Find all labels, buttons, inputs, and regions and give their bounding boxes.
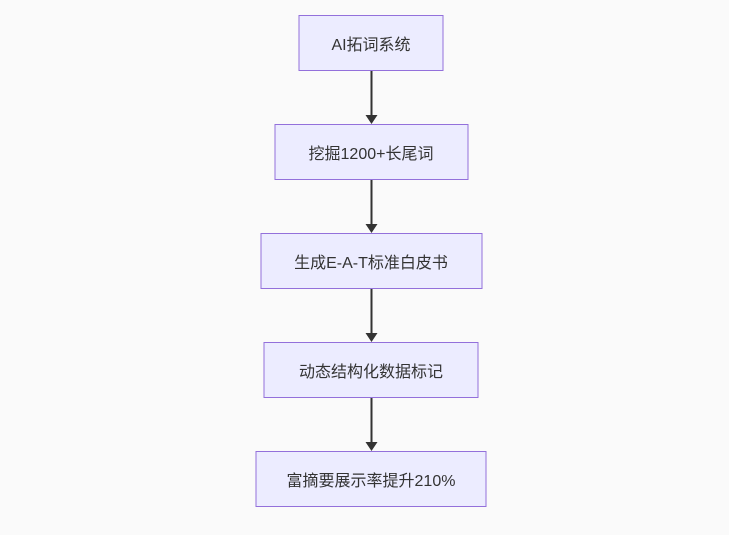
arrow-down-connector xyxy=(365,398,377,451)
flowchart-node: 生成E-A-T标准白皮书 xyxy=(260,233,482,289)
arrow-head-icon xyxy=(365,442,377,451)
flowchart-node: AI拓词系统 xyxy=(298,15,444,71)
flowchart: AI拓词系统 挖掘1200+长尾词 生成E-A-T标准白皮书 动态结构化数据标记… xyxy=(255,15,487,507)
arrow-head-icon xyxy=(365,115,377,124)
arrow-down-connector xyxy=(365,71,377,124)
arrow-head-icon xyxy=(365,333,377,342)
arrow-head-icon xyxy=(365,224,377,233)
arrow-line xyxy=(370,180,372,224)
arrow-line xyxy=(370,289,372,333)
arrow-line xyxy=(370,71,372,115)
flowchart-node: 挖掘1200+长尾词 xyxy=(274,124,468,180)
arrow-down-connector xyxy=(365,289,377,342)
arrow-line xyxy=(370,398,372,442)
flowchart-node: 富摘要展示率提升210% xyxy=(255,451,487,507)
arrow-down-connector xyxy=(365,180,377,233)
flowchart-node: 动态结构化数据标记 xyxy=(263,342,479,398)
